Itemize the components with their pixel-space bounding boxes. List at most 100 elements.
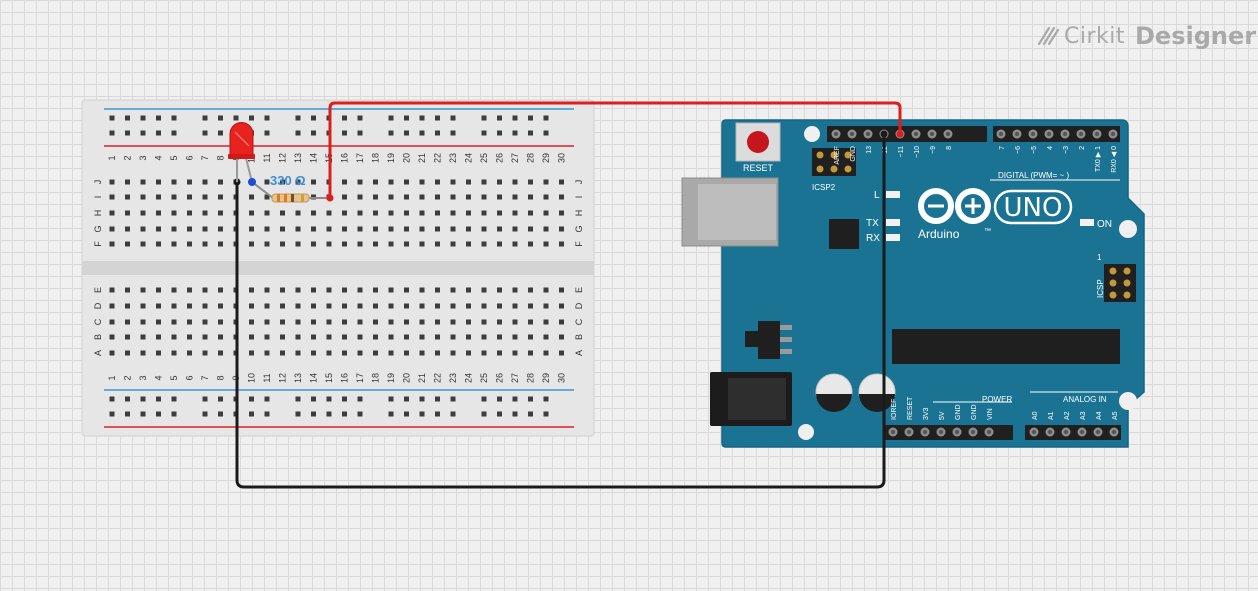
header-pin-socket [938,429,944,435]
breadboard-hole [543,210,549,216]
column-label: 12 [278,153,288,163]
breadboard-hole [202,334,208,340]
wire-black-end-board[interactable] [880,130,888,138]
led-on [1080,219,1094,226]
breadboard-hole [187,287,192,293]
column-label: 11 [262,373,272,382]
breadboard-hole [342,334,347,340]
rail-hole [109,396,115,402]
breadboard-hole [156,319,161,325]
breadboard-hole [125,194,130,200]
column-label: 2 [123,155,133,160]
rail-hole [357,411,363,417]
icsp2-label: ICSP2 [812,183,836,192]
column-label: 25 [479,153,489,163]
breadboard-hole [249,226,254,232]
breadboard-hole [388,194,394,200]
bottom-header-pins[interactable] [888,427,1119,437]
led-rim [228,154,255,159]
rail-hole [419,411,425,417]
red-led[interactable] [228,122,255,183]
breadboard-hole [419,350,425,356]
column-label: 21 [417,373,427,383]
breadboard-hole [388,241,394,247]
resistor[interactable]: 330 Ω [251,173,330,203]
breadboard-hole [202,350,208,356]
wire-red[interactable] [328,101,902,198]
breadboard-hole [295,350,301,356]
breadboard-hole [264,319,270,325]
column-label: 14 [309,153,319,163]
resistor-body[interactable] [271,193,310,203]
breadboard-hole [512,179,518,185]
rail-hole [388,411,394,417]
rail-hole [342,396,347,402]
breadboard-hole [202,319,208,325]
column-label: 29 [541,373,551,383]
rail-hole [497,396,502,402]
rail-hole [264,130,270,136]
breadboard-hole [450,303,456,309]
column-label: 6 [185,155,195,160]
wire-black[interactable] [235,134,886,489]
breadboard-hole [528,319,533,325]
wire-red-end-breadboard[interactable] [326,194,334,202]
icsp2-pin [830,165,838,173]
rail-hole [481,411,487,417]
led-rx [886,234,900,241]
pin-label: 13 [866,146,873,154]
wire-red-end-board[interactable] [896,130,904,138]
breadboard-hole [280,350,285,356]
icsp-pin [1123,291,1131,299]
breadboard-hole [156,226,161,232]
column-label: 23 [448,153,458,163]
resistor-end-marker [248,178,256,186]
breadboard-hole [497,194,502,200]
rail-hole [125,411,130,417]
led-tx-label: TX [866,218,879,229]
breadboard-hole [419,303,425,309]
breadboard-hole [512,226,518,232]
pin-label: AREF [834,146,841,165]
breadboard-hole [466,226,471,232]
rail-hole [435,411,440,417]
breadboard-hole [125,210,130,216]
breadboard-hole [512,334,518,340]
icsp2-pin [816,165,824,173]
breadboard-hole [435,287,440,293]
mount-hole [804,126,820,142]
breadboard-hole [342,303,347,309]
breadboard-hole [280,303,285,309]
breadboard-hole [187,319,192,325]
breadboard-hole [481,287,487,293]
uno-badge [993,189,1073,225]
pin-label: IOREF [891,399,898,420]
breadboard-hole [140,179,146,185]
arduino-board[interactable] [721,119,1145,448]
breadboard-hole [171,350,177,356]
column-label: 1 [107,375,117,380]
rail-hole [125,396,130,402]
breadboard-hole [357,287,363,293]
rail-hole [435,396,440,402]
reset-button-cap[interactable] [747,131,769,153]
rail-hole [497,115,502,121]
breadboard-hole [326,287,332,293]
breadboard-hole [326,303,332,309]
rail-hole [404,396,409,402]
breadboard-hole [156,334,161,340]
rail-hole [202,411,208,417]
column-label: 29 [541,153,551,163]
breadboard-hole [249,350,254,356]
rail-hole [295,411,301,417]
breadboard-hole [280,226,285,232]
column-label: 17 [355,373,365,383]
breadboard-hole [404,226,409,232]
breadboard-hole [311,226,316,232]
breadboard-hole [419,194,425,200]
header-pin-socket [1063,429,1069,435]
resistor-band [291,194,294,202]
column-label: 17 [355,153,365,163]
